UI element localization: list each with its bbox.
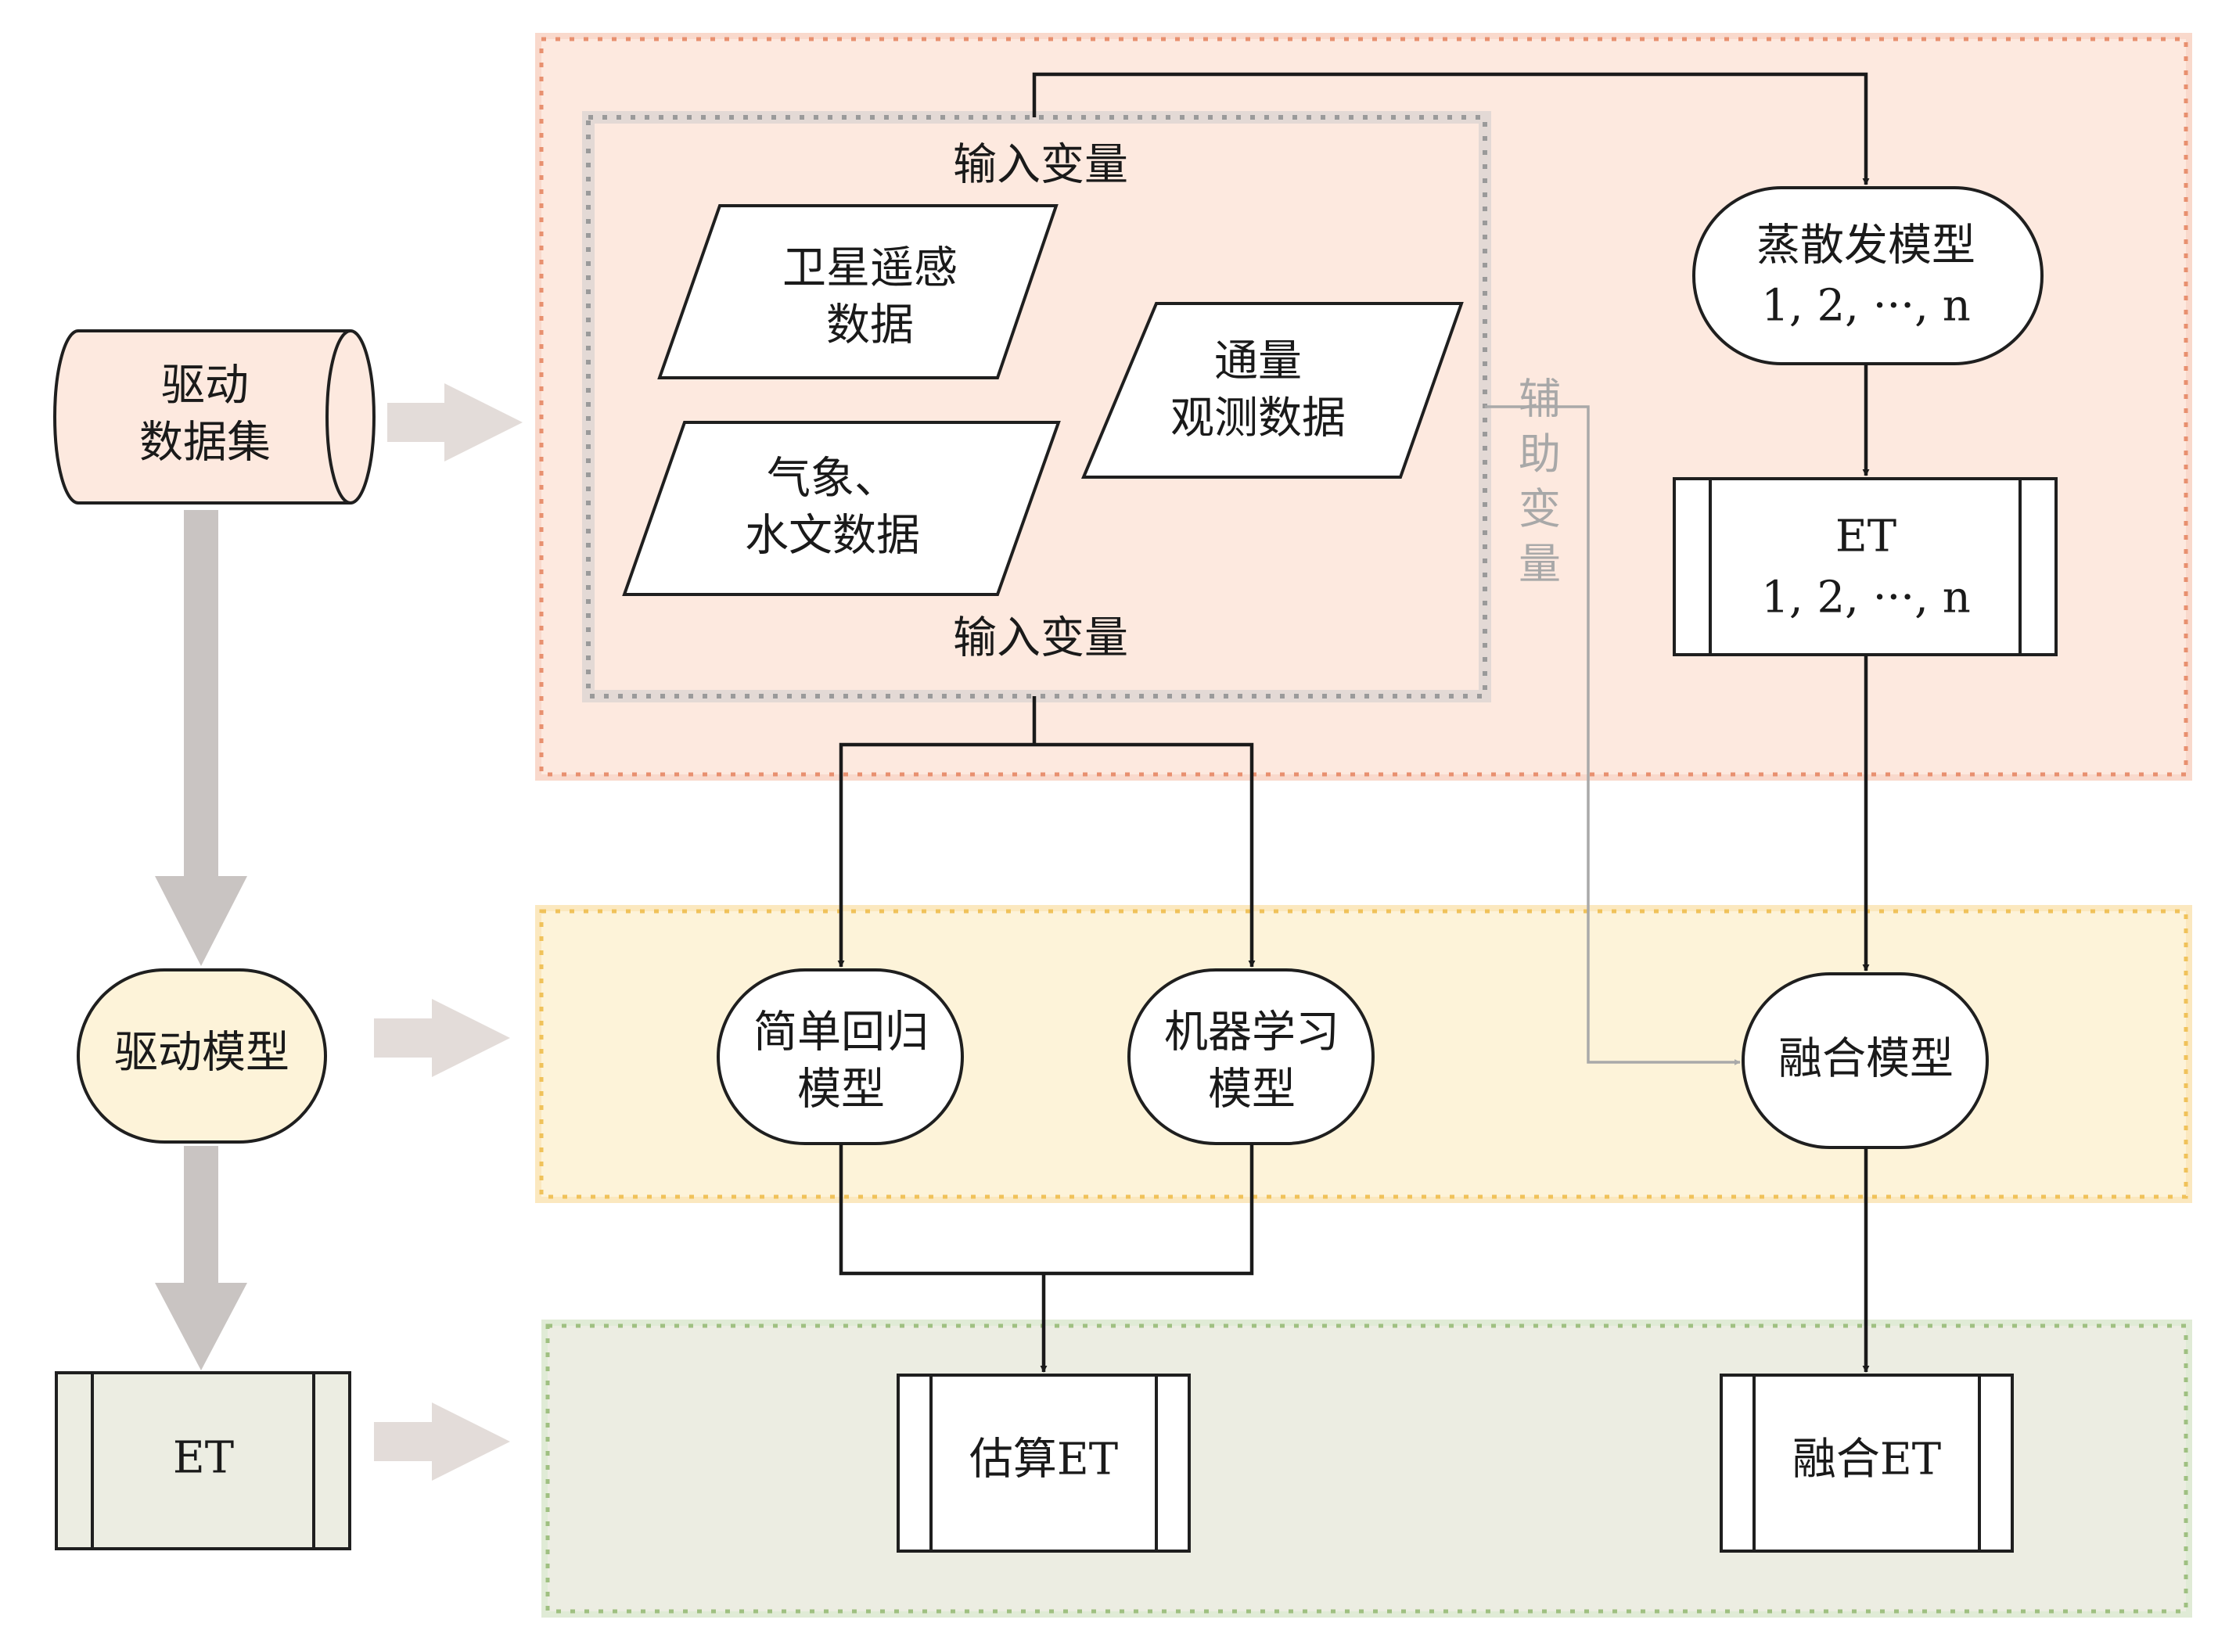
driving-model: 驱动模型: [77, 968, 327, 1144]
driving-model-label: 驱动模型: [114, 1028, 289, 1079]
meteorological-hydrological-data: 气象、水文数据: [622, 421, 1061, 596]
arrow-dataset-to-model: [155, 510, 247, 966]
et-outputs-index: 1, 2, ···, n: [1761, 573, 1971, 623]
left-to-panel-arrows: [374, 383, 523, 1481]
connector-inputs-to-machine-learning: [1034, 742, 1256, 968]
meteorological-hydrological-data-label: 气象、水文数据: [745, 453, 920, 561]
input-variables-label-bottom: 输入变量: [953, 613, 1128, 664]
remote-sensing-data-label: 卫星遥感数据: [782, 242, 958, 350]
machine-learning-model-label: 机器学习模型: [1164, 1007, 1339, 1115]
simple-regression-model: 简单回归模型: [717, 968, 964, 1145]
arrow-dataset-to-inputs-panel: [387, 383, 523, 461]
flux-observation-data: 通量观测数据: [1080, 302, 1464, 479]
connector-auxiliary-variables: [1485, 405, 1741, 1065]
estimated-et: 估算ET: [897, 1374, 1191, 1553]
auxiliary-variables-label: 辅助变量: [1519, 375, 1561, 589]
driving-et: ET: [55, 1371, 351, 1550]
driving-et-label: ET: [173, 1433, 234, 1484]
fusion-model: 融合模型: [1742, 972, 1989, 1149]
connector-models-merge: [839, 1144, 1254, 1276]
arrow-model-to-et: [155, 1146, 247, 1370]
simple-regression-model-label: 简单回归模型: [753, 1007, 929, 1115]
arrow-et-to-outputs-panel: [374, 1402, 510, 1481]
et-outputs-label: ET: [1835, 512, 1896, 562]
connector-inputs-to-regression: [837, 742, 1034, 968]
connectors: [837, 72, 1870, 1373]
et-models: 蒸散发模型 1, 2, ···, n: [1692, 186, 2044, 365]
input-variables-label-top: 输入变量: [953, 140, 1128, 191]
arrow-model-to-models-panel: [374, 999, 510, 1077]
fused-et: 融合ET: [1720, 1374, 2014, 1553]
et-models-label: 蒸散发模型: [1756, 221, 1975, 271]
et-outputs: ET 1, 2, ···, n: [1673, 477, 2058, 656]
driving-dataset: 驱动数据集: [53, 329, 376, 505]
left-flow-arrows: [155, 510, 247, 1370]
fused-et-label: 融合ET: [1792, 1435, 1941, 1485]
machine-learning-model: 机器学习模型: [1127, 968, 1375, 1145]
fusion-model-label: 融合模型: [1778, 1034, 1954, 1085]
driving-dataset-label: 驱动数据集: [139, 360, 271, 468]
et-models-index: 1, 2, ···, n: [1761, 281, 1971, 332]
remote-sensing-data: 卫星遥感数据: [657, 204, 1059, 379]
connector-inputs-to-et-models: [1032, 72, 1870, 185]
estimated-et-label: 估算ET: [969, 1435, 1118, 1485]
flux-observation-data-label: 通量观测数据: [1170, 336, 1346, 444]
